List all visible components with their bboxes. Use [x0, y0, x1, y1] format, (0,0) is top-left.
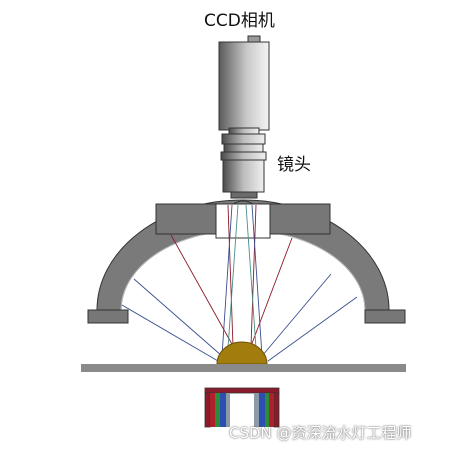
watermark: CSDN @资深流水灯工程师: [229, 424, 412, 442]
ray-red-right: [250, 237, 293, 347]
ray-blue-reflect-left: [221, 204, 233, 357]
ray-teal-left: [227, 204, 239, 349]
light-rays: [121, 204, 358, 362]
lens: [220, 133, 267, 199]
ray-teal-right: [245, 204, 257, 349]
ray-blue-left: [133, 278, 223, 357]
ray-blue-low-right: [267, 296, 358, 362]
stage: [81, 364, 406, 372]
ray-red-left: [170, 234, 234, 347]
ccd-camera: [218, 35, 270, 136]
lens-label: 镜头: [277, 155, 311, 175]
ray-blue-reflect-right: [251, 204, 263, 357]
ray-red-reflect-left: [227, 204, 234, 347]
ray-blue-right: [261, 273, 332, 357]
ray-blue-low-left: [121, 304, 219, 362]
light-source: [204, 387, 280, 428]
ray-red-reflect-right: [250, 204, 257, 347]
dome-illuminator: [87, 199, 406, 324]
specimen: [216, 341, 268, 365]
camera-label: CCD相机: [204, 11, 275, 31]
